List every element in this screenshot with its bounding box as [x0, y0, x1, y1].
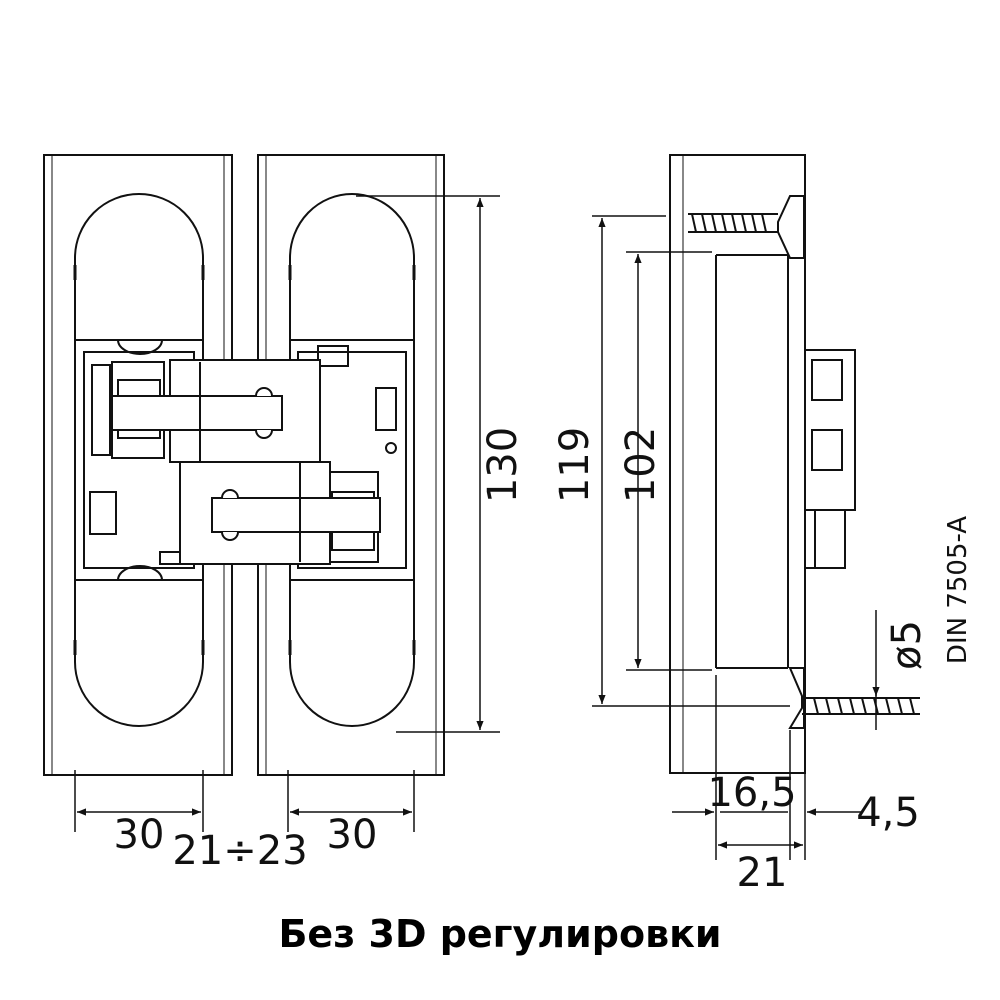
dim-depth-main: 16,5 [707, 770, 796, 816]
dim-depth-flange: 4,5 [856, 790, 920, 836]
dim-leaf-width-left: 30 [114, 812, 165, 858]
hinge-arm-mechanism [111, 359, 381, 565]
screw-bottom [788, 667, 920, 729]
side-view-profile [669, 154, 856, 774]
dim-depth-total: 21 [737, 850, 788, 896]
dimension-lines [74, 195, 880, 860]
caption: Без 3D регулировки [278, 912, 722, 956]
dim-screw-spacing: 119 [552, 427, 598, 503]
screw-standard-label: DIN 7505-A [943, 516, 973, 664]
dim-body-length: 130 [480, 427, 526, 503]
screw-top [688, 195, 805, 259]
dim-inner-length: 102 [618, 427, 664, 503]
dim-leaf-width-right: 30 [327, 812, 378, 858]
dim-gap: 21÷23 [172, 828, 307, 874]
dim-screw-diameter: ø5 [884, 620, 930, 670]
